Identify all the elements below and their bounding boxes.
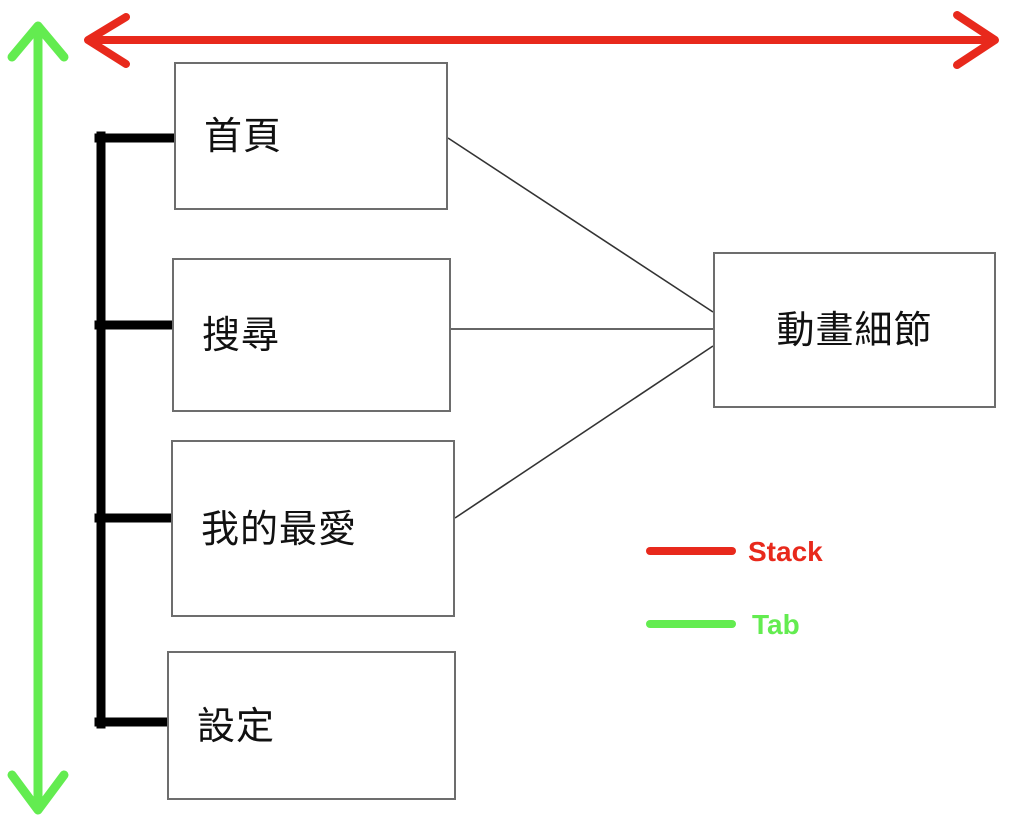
node-search-label: 搜尋 — [202, 313, 281, 357]
stack-arrow-head-left — [84, 13, 130, 68]
tab-arrow-head-top — [7, 21, 69, 62]
node-settings[interactable]: 設定 — [167, 651, 456, 800]
node-animation-detail-label: 動畫細節 — [776, 308, 933, 352]
node-settings-label: 設定 — [197, 703, 276, 748]
tab-navigator-tree — [94, 131, 181, 729]
vertical-double-arrow — [7, 21, 69, 815]
node-favorites[interactable]: 我的最愛 — [171, 440, 455, 617]
stack-arrow-head-right — [953, 11, 999, 69]
node-favorites-label: 我的最愛 — [201, 506, 358, 551]
link-home-to-detail — [447, 137, 714, 313]
node-home-label: 首頁 — [204, 114, 283, 158]
legend-label-stack: Stack — [748, 536, 823, 567]
legend-swatches — [646, 547, 736, 628]
legend-label-tab: Tab — [752, 609, 800, 640]
link-favorites-to-detail — [454, 345, 714, 519]
node-home[interactable]: 首頁 — [174, 62, 448, 210]
horizontal-double-arrow — [84, 11, 999, 69]
node-search[interactable]: 搜尋 — [172, 258, 451, 412]
stack-link-lines — [447, 137, 714, 519]
node-animation-detail[interactable]: 動畫細節 — [713, 252, 996, 408]
tab-arrow-head-bottom — [7, 770, 69, 815]
